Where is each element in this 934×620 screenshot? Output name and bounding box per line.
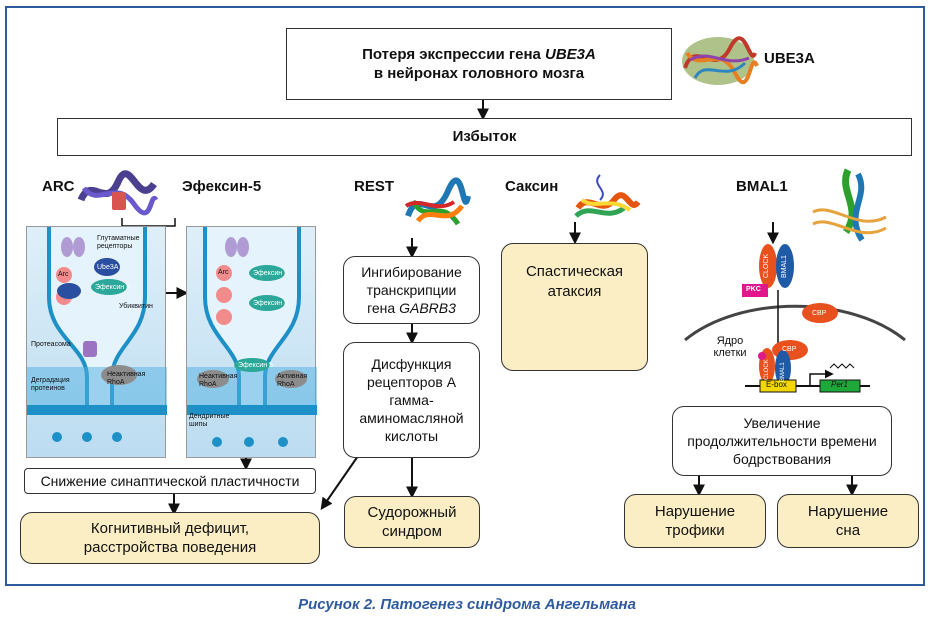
- per1-label: Per1: [831, 380, 848, 389]
- right-ephexin-label-3: Эфексин 5: [238, 362, 273, 369]
- cognitive-deficit-box: Когнитивный дефицит, расстройства поведе…: [20, 512, 320, 564]
- ubiquitin-label: Убиквитин: [119, 303, 153, 310]
- right-ephexin-label-2: Эфексин 5: [253, 300, 288, 307]
- saksin-protein-image: [574, 174, 641, 218]
- ephexin-label: Эфексин-5: [182, 178, 262, 195]
- left-ephexin-label: Эфексин 5: [95, 284, 130, 291]
- left-synapse-drawing: [27, 227, 167, 442]
- left-synapse-panel: Глутаматные рецепторы Arc Ube3A Эфексин …: [26, 226, 167, 458]
- right-arc-label: Arc: [218, 269, 229, 276]
- ube3a-loss-line2: в нейронах головного мозга: [373, 65, 585, 82]
- degradation-label: Деградация протеинов: [31, 377, 70, 392]
- synaptic-plasticity-box: Снижение синаптической пластичности: [24, 468, 316, 494]
- bmal1-label-1: BMAL1: [781, 255, 788, 278]
- arc-ephexin-bracket: [121, 218, 176, 227]
- spastic-ataxia-box: Спастическая атаксия: [501, 243, 648, 371]
- arc-label: ARC: [42, 178, 75, 195]
- ebox-label: E-box: [766, 380, 787, 389]
- clock-label-1: CLOCK: [763, 253, 770, 278]
- figure-caption: Рисунок 2. Патогенез синдрома Ангельмана: [298, 596, 636, 613]
- right-inactive-rhoa-label: Неактивная RhoA: [199, 373, 238, 388]
- right-active-rhoa-label: Активная RhoA: [277, 373, 308, 388]
- right-synapse-drawing: [187, 227, 317, 447]
- arrow-box2-to-cognitive: [320, 455, 359, 510]
- sleep-disorder-box: Нарушение сна: [777, 494, 919, 548]
- dendritic-spines-label: Дендритные шипы: [189, 413, 230, 428]
- proteasome-label: Протеасома: [31, 341, 71, 348]
- ube3a-loss-line1: Потеря экспрессии гена UBE3A: [362, 45, 596, 63]
- cbp-label-2: CBP: [782, 346, 797, 353]
- rest-label: REST: [354, 178, 395, 195]
- seizure-syndrome-box: Судорожный синдром: [344, 496, 480, 548]
- bmal-label: BMAL1: [736, 178, 788, 195]
- left-ube3a-label: Ube3A: [97, 264, 119, 271]
- right-synapse-panel: Arc Эфексин 5 Эфексин 5 Эфексин 5 Неакти…: [186, 226, 317, 458]
- trophic-disorder-box: Нарушение трофики: [624, 494, 766, 548]
- saksin-label: Саксин: [505, 178, 559, 195]
- nucleus-label: Ядро клетки: [713, 335, 747, 360]
- cbp-label-1: CBP: [812, 310, 827, 317]
- ube3a-protein-image: [682, 36, 759, 85]
- pkc-label: PKC: [746, 286, 761, 293]
- excess-box: Избыток: [57, 118, 912, 156]
- wakefulness-increase-box: Увеличение продолжительности времени бод…: [672, 406, 892, 476]
- rest-protein-image: [404, 177, 471, 226]
- ube3a-loss-box: Потеря экспрессии гена UBE3A в нейронах …: [286, 28, 672, 100]
- gabrb3-line: гена GABRB3: [367, 300, 456, 317]
- left-arc-label: Arc: [58, 271, 69, 278]
- gabrb3-inhibition-box: Ингибирование транскрипции гена GABRB3: [343, 256, 480, 324]
- left-inactive-rhoa-label: Неактивная RhoA: [107, 371, 146, 386]
- bmal-protein-image: [812, 168, 887, 242]
- clock-label-2: CLOCK: [764, 359, 770, 380]
- bmal-pathway-drawing: [684, 244, 906, 393]
- gaba-dysfunction-box: Дисфункция рецепторов А гамма- аминомасл…: [343, 342, 480, 458]
- ube3a-label: UBE3A: [764, 50, 815, 67]
- right-ephexin-label-1: Эфексин 5: [253, 270, 288, 277]
- arc-protein-image: [77, 170, 159, 216]
- glutamate-receptors-label: Глутаматные рецепторы: [97, 235, 140, 250]
